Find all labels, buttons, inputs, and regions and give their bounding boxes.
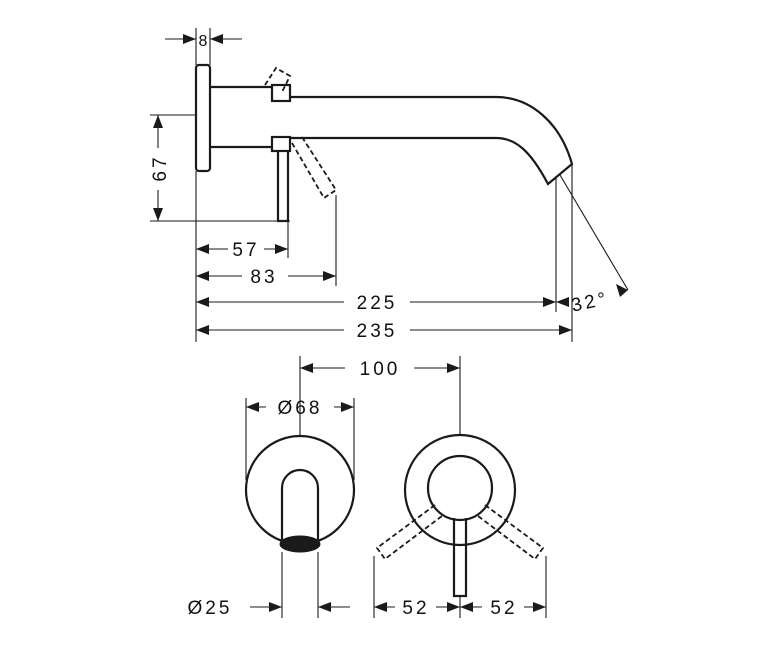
dim-spout-angle-label: 32° xyxy=(569,288,610,316)
lever-handle xyxy=(276,151,290,223)
lever-rotated-down xyxy=(291,136,338,200)
dim-total-projection-label: 235 xyxy=(357,321,398,342)
dim-spout-diameter-label: Ø25 xyxy=(188,598,233,619)
mixer-rosette xyxy=(403,433,517,547)
mixer-lever-rotated-right xyxy=(477,504,545,561)
dim-total-projection: 235 xyxy=(196,321,572,342)
side-view: 8 67 57 xyxy=(150,28,629,342)
dim-rosette-diameter-label: Ø68 xyxy=(278,398,323,419)
spout-front xyxy=(280,468,320,540)
mixer-hub xyxy=(426,454,494,522)
dim-rosette-diameter: Ø68 xyxy=(245,398,355,480)
spout-rosette xyxy=(244,434,356,546)
mixer-connector xyxy=(210,85,272,149)
spout-outlet xyxy=(547,163,573,185)
dim-center-distance-label: 100 xyxy=(360,359,401,380)
mixer-lever-rotated-left xyxy=(375,504,443,561)
dim-spout-angle: 32° xyxy=(556,284,628,317)
dim-lever-swing: 52 52 xyxy=(373,556,547,619)
lever-rotated-up xyxy=(264,66,292,93)
spout-outlet-front xyxy=(279,535,321,553)
dim-height: 67 xyxy=(150,114,290,222)
dim-spout-projection: 225 xyxy=(196,293,556,314)
dim-lever-right-label: 52 xyxy=(490,598,517,619)
ext-line-angle xyxy=(559,174,629,291)
dim-lever-offset-label: 57 xyxy=(232,240,259,261)
dim-rosette-thickness: 8 xyxy=(165,28,242,65)
mixer-lever xyxy=(452,518,468,598)
front-view: 100 Ø68 Ø25 xyxy=(188,356,547,619)
spout xyxy=(290,95,574,186)
dim-lever-offset: 57 xyxy=(196,240,288,261)
dim-rosette-thickness-label: 8 xyxy=(199,33,208,50)
lever-collar xyxy=(270,83,292,103)
dim-height-label: 67 xyxy=(150,154,171,181)
wall-rosette xyxy=(194,63,212,173)
dim-center-distance: 100 xyxy=(299,356,461,436)
dim-lever-reach-label: 83 xyxy=(250,267,277,288)
dim-lever-left-label: 52 xyxy=(402,598,429,619)
dim-lever-reach: 83 xyxy=(196,267,336,288)
dim-spout-diameter: Ø25 xyxy=(188,552,350,619)
lever-hub xyxy=(270,135,292,153)
dim-spout-projection-label: 225 xyxy=(357,293,398,314)
